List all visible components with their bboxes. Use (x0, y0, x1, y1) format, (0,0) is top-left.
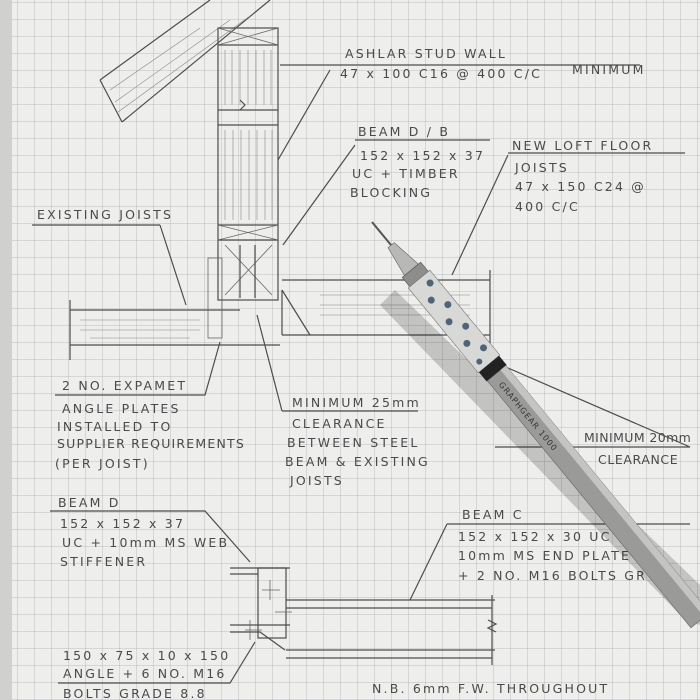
label-beam-d-title: BEAM D (58, 495, 121, 510)
label-beam-c-title: BEAM C (462, 507, 524, 522)
label-note: N.B. 6mm F.W. THROUGHOUT (372, 681, 609, 696)
label-beam-d-line: UC + 10mm MS WEB (62, 535, 229, 550)
label-beam-c-line: + 2 NO. M16 BOLTS GR (458, 568, 647, 583)
pencil-barrel (486, 365, 700, 629)
label-expamet-line: (PER JOIST) (55, 456, 150, 471)
label-new-loft-title: NEW LOFT FLOOR (512, 138, 653, 153)
paper-edge (0, 0, 12, 700)
label-existing-joists: EXISTING JOISTS (37, 207, 173, 222)
label-beam-d-line: STIFFENER (60, 554, 147, 569)
stud-wall (217, 27, 279, 301)
label-angle-line: 150 x 75 x 10 x 150 (63, 648, 230, 663)
label-beam-c-line: 152 x 152 x 30 UC + (458, 529, 630, 544)
label-clearance25-line: BETWEEN STEEL (287, 435, 420, 450)
label-expamet-line: ANGLE PLATES (62, 401, 181, 416)
mechanical-pencil: GRAPHGEAR 1000 (371, 221, 700, 629)
label-expamet-line: SUPPLIER REQUIREMENTS (57, 436, 245, 451)
label-beam-db-line: 152 x 152 x 37 (360, 148, 485, 163)
label-new-loft-line: 47 x 150 C24 @ (515, 179, 646, 194)
label-angle-last: BOLTS GRADE 8.8 (63, 686, 207, 700)
label-clearance25-line: CLEARANCE (292, 416, 387, 431)
label-angle-line: ANGLE + 6 NO. M16 (63, 666, 227, 681)
label-clearance25-line: BEAM & EXISTING (285, 454, 430, 469)
label-beam-db-line: BLOCKING (350, 185, 432, 200)
label-ashlar-line2: MINIMUM (572, 62, 646, 77)
pencil-grip (407, 269, 501, 374)
label-clearance25-title: MINIMUM 25mm (292, 395, 421, 410)
label-new-loft-line: JOISTS (514, 160, 569, 175)
label-beam-d-line: 152 x 152 x 37 (60, 516, 185, 531)
label-clearance25-line: JOISTS (289, 473, 344, 488)
label-clearance20-title: MINIMUM 20mm (584, 430, 691, 445)
label-beam-db-line: UC + TIMBER (352, 166, 460, 181)
existing-joist (69, 257, 280, 360)
label-beam-c-line: 10mm MS END PLATE (458, 548, 631, 563)
label-expamet-title: 2 NO. EXPAMET (62, 378, 187, 393)
roof-rafter (99, 0, 271, 123)
label-new-loft-line: 400 C/C (515, 199, 580, 214)
label-ashlar-line1: 47 x 100 C16 @ 400 C/C (340, 66, 542, 81)
label-clearance20-line: CLEARANCE (598, 452, 678, 467)
label-beam-db-title: BEAM D / B (358, 124, 450, 139)
label-expamet-line: INSTALLED TO (57, 419, 173, 434)
label-ashlar-title: ASHLAR STUD WALL (345, 46, 507, 61)
beam-connection-detail (230, 567, 498, 665)
